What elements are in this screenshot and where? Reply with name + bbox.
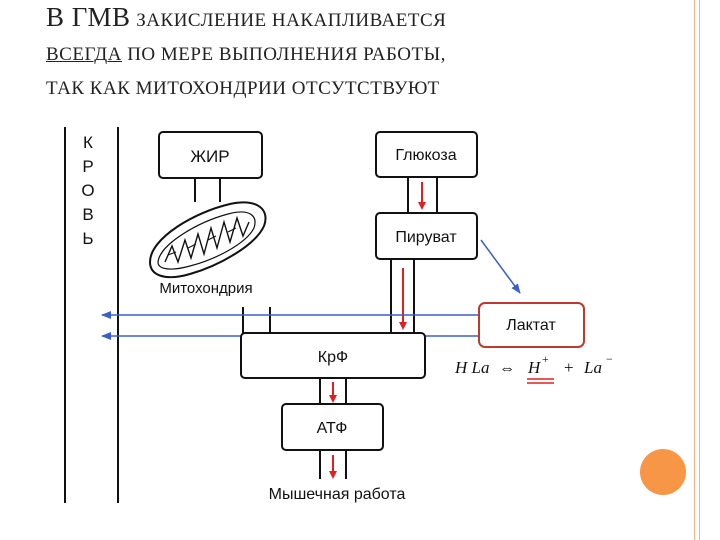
title-line-1: В ГМВ закисление накапливается (46, 2, 446, 33)
title-line3: так как митохондрии отсутствуют (46, 78, 440, 99)
pyruvate-box (375, 212, 478, 260)
title-prefix: В ГМВ (46, 2, 131, 32)
atf-box (281, 403, 384, 451)
blood-letter-3: В (82, 205, 93, 224)
fat-box (158, 131, 263, 179)
pyruvate-label: Пируват (395, 229, 457, 246)
equation-h-sup: + (542, 352, 549, 366)
blood-label: К Р О В Ь (81, 133, 94, 248)
glucose-label: Глюкоза (395, 147, 456, 164)
blood-letter-0: К (83, 133, 93, 152)
title-line-3: так как митохондрии отсутствуют (46, 78, 440, 100)
title-line2-rest: по мере выполнения работы, (127, 44, 446, 65)
title-line1-rest: закисление накапливается (136, 10, 447, 31)
blood-letter-1: Р (82, 157, 93, 176)
glucose-box (375, 131, 478, 178)
equation-plus: + (564, 358, 574, 377)
lactate-label: Лактат (506, 317, 556, 334)
title-underlined-word: всегда (46, 44, 122, 65)
atf-label: АТФ (317, 420, 348, 437)
lactate-box (478, 302, 585, 348)
fat-label: ЖИР (190, 147, 229, 166)
equation-arrow: ⇔ (499, 360, 515, 377)
title-line-2: всегда по мере выполнения работы, (46, 44, 446, 66)
frame-line-left (694, 0, 695, 540)
equation-h: H (527, 358, 542, 377)
orange-circle-decoration (640, 449, 686, 495)
equation-la-sup: − (606, 352, 613, 366)
krf-box (240, 332, 426, 379)
equation-left: H La (454, 358, 489, 377)
lactic-acid-equation: H La ⇔ H + + La − (454, 352, 613, 384)
pyruvate-to-lactate-arrow (480, 239, 521, 294)
mitochondria-icon (148, 201, 267, 279)
blood-letter-4: Ь (82, 229, 93, 248)
blood-letter-2: О (81, 181, 94, 200)
muscle-work-label: Мышечная работа (269, 486, 406, 503)
frame-line-right (699, 0, 700, 540)
krf-label: КрФ (318, 349, 348, 366)
mitochondria-label: Митохондрия (159, 280, 252, 297)
equation-la: La (583, 358, 602, 377)
